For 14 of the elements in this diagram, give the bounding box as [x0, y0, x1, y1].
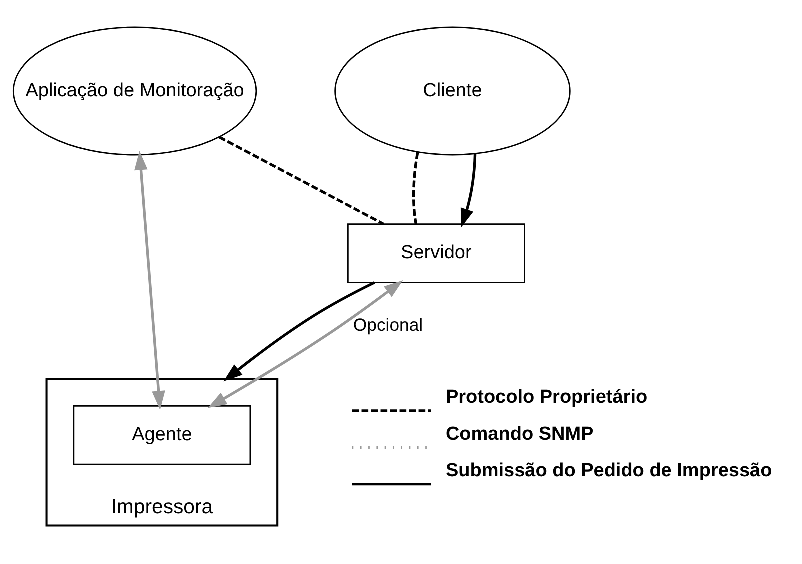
node-ellipse: Aplicação de Monitoração — [12, 26, 258, 156]
node-box: Servidor — [348, 224, 526, 284]
arrow — [208, 280, 404, 408]
edge-label: Opcional — [353, 314, 424, 335]
connector — [218, 136, 384, 226]
arrow — [134, 151, 166, 410]
connector — [412, 152, 420, 224]
legend-label: Protocolo Proprietário — [446, 387, 648, 408]
node-ellipse: Cliente — [334, 26, 571, 156]
arrow — [224, 281, 376, 382]
legend-label: Comando SNMP — [446, 424, 594, 445]
legend-label: Submissão do Pedido de Impressão — [446, 460, 772, 482]
arrow — [460, 154, 477, 228]
node-box: Agente — [73, 406, 252, 466]
